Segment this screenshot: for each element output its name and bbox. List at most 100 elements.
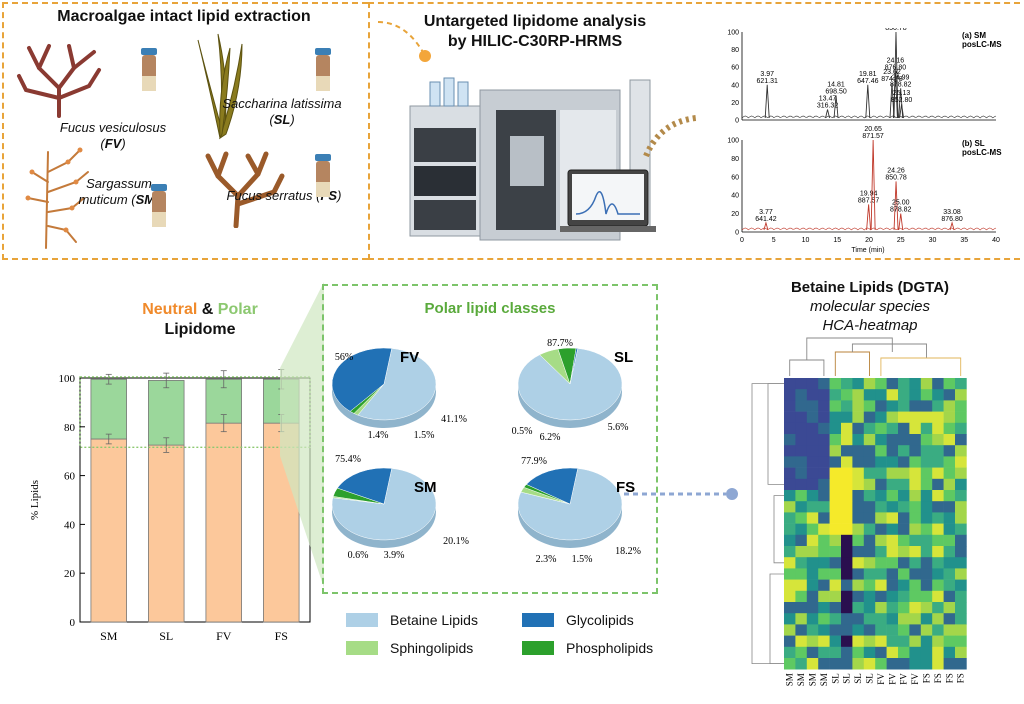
heatmap-cell [818, 658, 830, 670]
legend-sphingo: Sphingolipids [346, 640, 473, 656]
heatmap-cell [829, 546, 842, 558]
heatmap-cell [795, 411, 808, 424]
heatmap-cell [829, 602, 842, 614]
heatmap-cell [852, 501, 865, 513]
heatmap-cell [784, 568, 796, 580]
heatmap-cell [909, 422, 922, 435]
heatmap-cell [795, 478, 808, 491]
heatmap-cell [955, 635, 967, 648]
heatmap-cell [818, 546, 830, 558]
heatmap-cell [841, 579, 853, 592]
analysis-title-line1: Untargeted lipidome analysis [423, 13, 647, 30]
heatmap-cell [886, 579, 899, 592]
heatmap-cell [852, 590, 865, 603]
heatmap-cell [841, 523, 853, 536]
heatmap-cell [818, 400, 830, 412]
heatmap-cell [932, 478, 944, 491]
heatmap-cell [932, 590, 944, 603]
heatmap-cell [841, 646, 853, 659]
heatmap-cell [886, 389, 899, 401]
heatmap-cell [875, 557, 887, 569]
chromatogram-peak [764, 84, 770, 119]
legend-label: Betaine Lipids [390, 612, 478, 628]
heatmap-cell [795, 635, 808, 648]
heatmap-cell [863, 445, 876, 457]
x-tick-label: 10 [802, 237, 810, 244]
heatmap-cell [806, 378, 819, 390]
heatmap-cell [909, 624, 922, 636]
heatmap-cell [886, 490, 899, 502]
heatmap-cell [886, 411, 899, 424]
heatmap-cell [818, 635, 830, 648]
heatmap-cell [795, 378, 808, 390]
x-tick-label: 40 [992, 237, 1000, 244]
y-tick-label: 40 [731, 82, 739, 89]
chromatogram-peak [866, 204, 872, 231]
heatmap-cell [955, 445, 967, 457]
heatmap-cell [829, 378, 842, 390]
heatmap-cell [955, 568, 967, 580]
heatmap-cell [795, 422, 808, 435]
heatmap-cell [898, 624, 910, 636]
heatmap-cell [898, 512, 910, 524]
heatmap-cell [795, 624, 808, 636]
heatmap-cell [795, 445, 808, 457]
x-axis-label: Time (min) [851, 247, 884, 254]
heatmap-cell [841, 658, 853, 670]
heatmap-cell [920, 478, 933, 491]
heatmap-cell [920, 568, 933, 580]
heatmap-cell [841, 378, 853, 390]
heatmap-column-label: FV [887, 673, 897, 685]
heatmap-cell [806, 568, 819, 580]
x-tick-label: FS [275, 629, 288, 643]
heatmap-cell [909, 478, 922, 491]
peak-mz-label: 647.46 [857, 78, 879, 85]
heatmap-cell [932, 501, 944, 513]
analysis-title: Untargeted lipidome analysis by HILIC-C3… [410, 12, 660, 52]
heatmap-cell [784, 456, 796, 468]
heatmap-column-label: FS [922, 673, 932, 683]
heatmap-cell [875, 400, 887, 412]
peak-mz-label: 878.82 [890, 207, 912, 214]
heatmap-cell [852, 434, 865, 446]
pie-label: SM [414, 479, 437, 496]
heatmap-cell [898, 378, 910, 390]
fucus-serratus-image [205, 151, 285, 228]
heatmap-cell [875, 467, 887, 480]
peak-mz-label: 852.80 [891, 97, 913, 104]
alga-name-sl: Saccharina latissima [222, 96, 342, 111]
heatmap-cell [898, 467, 910, 480]
heatmap-cell [943, 378, 956, 390]
heatmap-cell [863, 624, 876, 636]
heatmap-cell [795, 590, 808, 603]
heatmap-cell [841, 445, 853, 457]
heatmap-cell [920, 501, 933, 513]
peak-mz-label: 621.31 [756, 78, 778, 85]
saccharina-latissima-image [197, 33, 243, 140]
heatmap-cell [795, 658, 808, 670]
heatmap-cell [795, 523, 808, 536]
chromatogram-peak [899, 104, 905, 119]
heatmap-cell [875, 512, 887, 524]
peak-rt-label: 20.65 [864, 126, 882, 133]
heatmap-cell [818, 624, 830, 636]
heatmap-cell [829, 478, 842, 491]
heatmap-cell [784, 635, 796, 648]
heatmap-cell [829, 445, 842, 457]
y-tick-label: 0 [70, 617, 76, 629]
heatmap-cell [920, 579, 933, 592]
heatmap-cell [955, 411, 967, 424]
heatmap-cell [920, 602, 933, 614]
heatmap-cell [841, 534, 853, 547]
heatmap-cell [852, 400, 865, 412]
column-dendrogram [806, 337, 893, 360]
heatmap-cell [863, 456, 876, 468]
heatmap-cell [818, 590, 830, 603]
heatmap-cell [841, 411, 853, 424]
heatmap-column-label: FS [933, 673, 943, 683]
heatmap-cell [909, 456, 922, 468]
heatmap-cell [909, 490, 922, 502]
heatmap-cell [909, 389, 922, 401]
heatmap-cell [886, 624, 899, 636]
